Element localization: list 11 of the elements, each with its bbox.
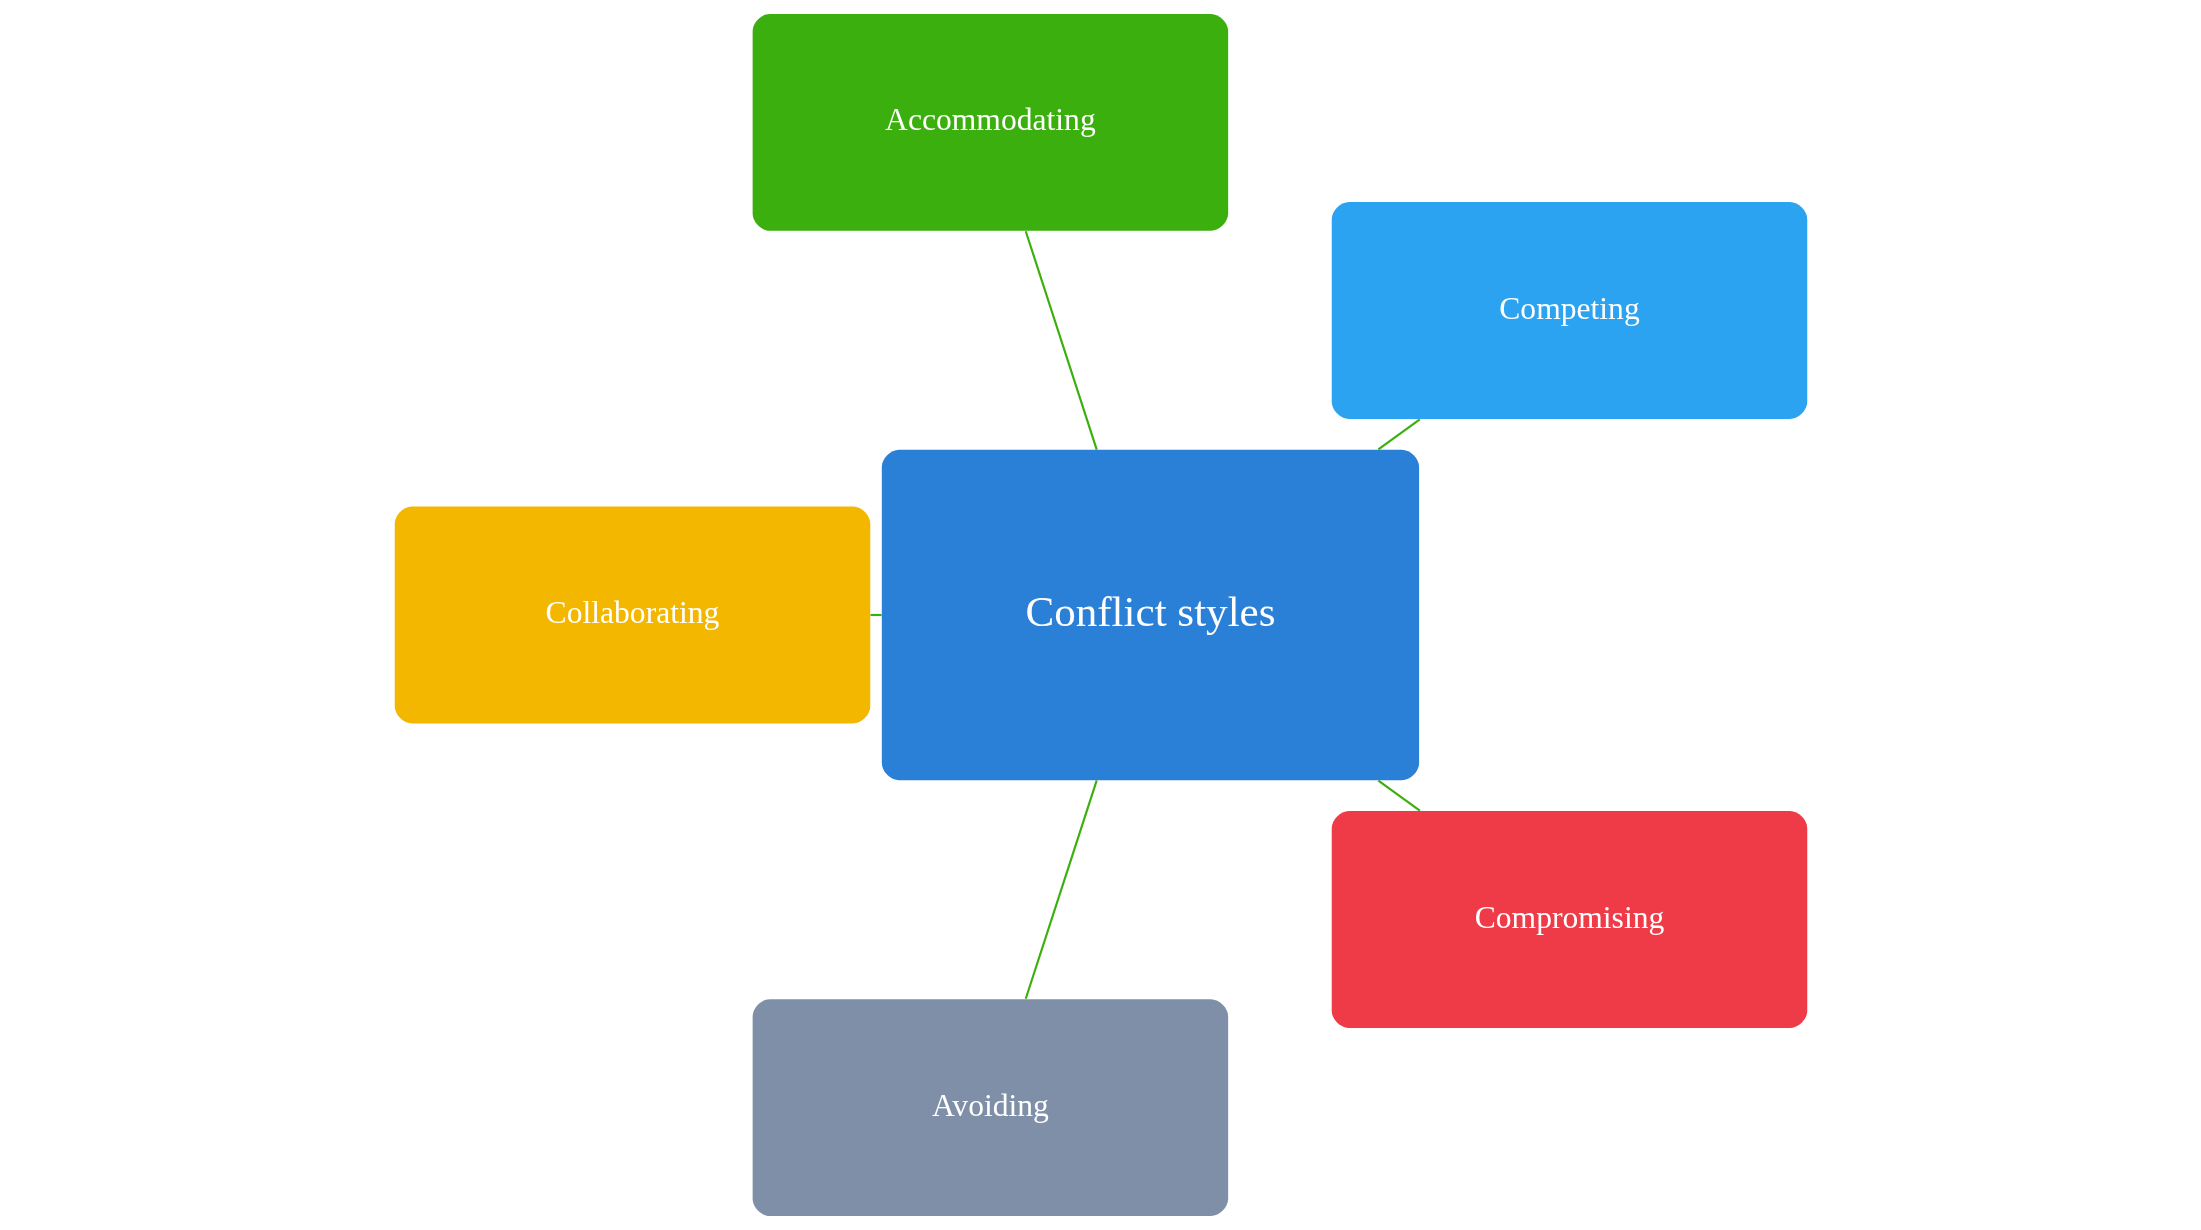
node-box: Collaborating	[394, 506, 870, 724]
node-box: Compromising	[1331, 811, 1807, 1028]
connector	[1024, 230, 1098, 450]
connector	[1377, 418, 1420, 451]
node-box: Avoiding	[752, 999, 1228, 1217]
connector	[870, 613, 882, 617]
connector	[1377, 779, 1420, 812]
node-box: Conflict styles	[881, 449, 1419, 781]
node-box: Accommodating	[752, 13, 1228, 231]
node-box: Competing	[1331, 202, 1807, 419]
connector	[1024, 780, 1098, 1000]
